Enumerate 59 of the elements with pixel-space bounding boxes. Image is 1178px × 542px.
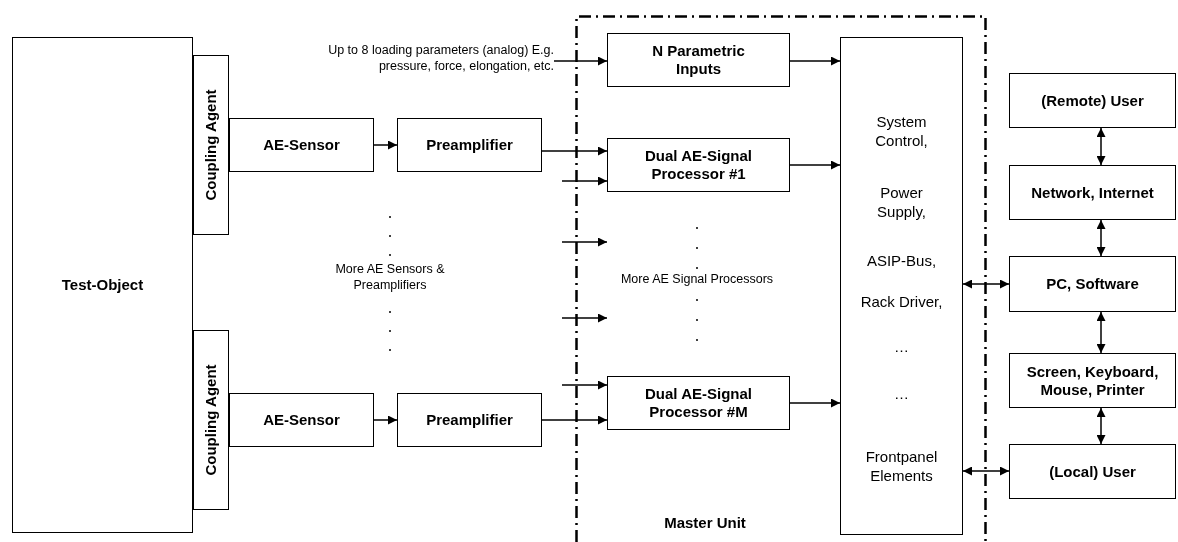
box-label: Test-Object	[60, 276, 145, 294]
process-box	[12, 37, 193, 533]
box-label: PC, Software	[1045, 275, 1140, 293]
arrow	[373, 140, 398, 150]
system-box	[840, 37, 963, 535]
arrow	[1096, 127, 1106, 166]
box-label: Dual AE-Signal Processor #M	[644, 385, 753, 421]
box-label: Rack Driver,	[859, 293, 944, 312]
arrow	[962, 279, 1010, 289]
arrow	[561, 176, 608, 186]
input-note: Up to 8 loading parameters (analog) E.g. pressure, force, elongation, etc.	[320, 42, 554, 82]
process-box	[1009, 444, 1176, 499]
box-label: Coupling Agent	[202, 364, 220, 476]
arrow	[1096, 219, 1106, 257]
note-text: More AE Signal Processors	[619, 272, 775, 288]
process-box	[607, 138, 790, 192]
box-label: (Remote) User	[1040, 91, 1145, 110]
box-label: AE-Sensor	[262, 136, 341, 154]
box-label: Network, Internet	[1030, 183, 1155, 202]
box-label: AE-Sensor	[262, 411, 341, 429]
box-label: Power Supply,	[876, 184, 927, 222]
box-label: Frontpanel Elements	[864, 448, 939, 486]
coupling-agent-box	[193, 330, 229, 510]
arrow	[553, 56, 608, 66]
frame-title: Master Unit	[663, 514, 747, 532]
box-label: System Control,	[874, 113, 929, 151]
process-box	[1009, 165, 1176, 220]
box-label: N Parametric Inputs	[651, 42, 746, 78]
process-box	[397, 118, 542, 172]
process-box	[229, 393, 374, 447]
arrow	[373, 415, 398, 425]
arrow	[561, 380, 608, 390]
box-label: Screen, Keyboard, Mouse, Printer	[1025, 362, 1160, 399]
box-label: …	[893, 385, 910, 404]
coupling-agent-box	[193, 55, 229, 235]
arrow	[1096, 311, 1106, 354]
arrow	[541, 415, 608, 425]
process-box	[1009, 73, 1176, 128]
arrow	[962, 466, 1010, 476]
master-unit-frame	[575, 15, 987, 542]
box-label: ASIP-Bus,	[865, 252, 938, 271]
process-box	[397, 393, 542, 447]
arrow	[789, 398, 841, 408]
box-label: Preamplifier	[425, 136, 514, 154]
process-box	[1009, 256, 1176, 312]
arrow	[789, 56, 841, 66]
arrow	[541, 146, 608, 156]
process-box	[607, 376, 790, 430]
box-label: Preamplifier	[425, 411, 514, 429]
process-box	[1009, 353, 1176, 408]
box-label: Coupling Agent	[202, 89, 220, 201]
process-box	[229, 118, 374, 172]
process-box	[607, 33, 790, 87]
arrow	[789, 160, 841, 170]
box-label: (Local) User	[1048, 462, 1137, 481]
box-label: …	[893, 338, 910, 357]
box-label: Dual AE-Signal Processor #1	[644, 147, 753, 183]
note-text: More AE Sensors & Preamplifiers	[334, 262, 446, 294]
arrow	[1096, 407, 1106, 445]
